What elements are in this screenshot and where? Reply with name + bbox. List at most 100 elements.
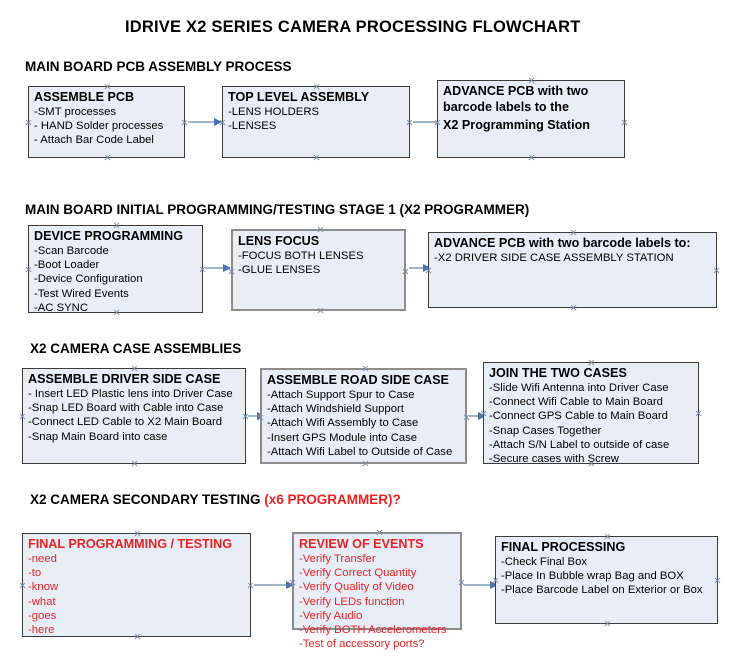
connection-handle-bottom[interactable] — [362, 460, 369, 467]
connection-handle-left[interactable] — [25, 266, 32, 273]
section-heading-3: X2 CAMERA CASE ASSEMBLIES — [30, 341, 241, 356]
node-line: -Place Barcode Label on Exterior or Box — [501, 584, 703, 597]
node-line: -Place In Bubble wrap Bag and BOX — [501, 570, 684, 583]
connection-handle-right[interactable] — [402, 268, 409, 275]
node-device-programming[interactable]: DEVICE PROGRAMMING -Scan Barcode -Boot L… — [25, 222, 203, 316]
connection-handle-top[interactable] — [313, 83, 320, 90]
connector-arrow — [254, 584, 293, 586]
node-line: -Attach Wifi Assembly to Case — [267, 417, 419, 430]
node-assemble-driver-side-case[interactable]: ASSEMBLE DRIVER SIDE CASE - Insert LED P… — [22, 368, 246, 464]
node-line: -X2 DRIVER SIDE CASE ASSEMBLY STATION — [434, 252, 674, 264]
connection-handle-left[interactable] — [228, 268, 235, 275]
connection-handle-top[interactable] — [134, 530, 141, 537]
connection-handle-bottom[interactable] — [604, 620, 611, 627]
connection-handle-left[interactable] — [289, 579, 296, 586]
connection-handle-top[interactable] — [131, 365, 138, 372]
node-line: -Verify Quality of Video — [299, 581, 414, 594]
node-line: -AC SYNC — [34, 301, 88, 314]
connection-handle-top[interactable] — [317, 226, 324, 233]
node-header: ASSEMBLE PCB — [34, 90, 135, 104]
connection-handle-left[interactable] — [25, 119, 32, 126]
connection-handle-right[interactable] — [406, 119, 413, 126]
connection-handle-left[interactable] — [19, 413, 26, 420]
connection-handle-left[interactable] — [19, 582, 26, 589]
section-heading-1: MAIN BOARD PCB ASSEMBLY PROCESS — [25, 59, 292, 74]
node-line: -Verify Audio — [299, 609, 363, 622]
connection-handle-right[interactable] — [713, 267, 720, 274]
connection-handle-right[interactable] — [181, 119, 188, 126]
connection-handle-right[interactable] — [695, 410, 702, 417]
node-line: -SMT processes — [34, 106, 117, 118]
connection-handle-right[interactable] — [714, 577, 721, 584]
connection-handle-bottom[interactable] — [134, 633, 141, 640]
connection-handle-right[interactable] — [621, 119, 628, 126]
connection-handle-left[interactable] — [492, 577, 499, 584]
node-advance-pcb-x2-programming[interactable]: ADVANCE PCB with two barcode labels to t… — [437, 80, 625, 158]
node-final-processing[interactable]: FINAL PROCESSING -Check Final Box -Place… — [495, 536, 718, 624]
node-header: JOIN THE TWO CASES — [489, 366, 627, 380]
connection-handle-bottom[interactable] — [570, 304, 577, 311]
node-join-the-two-cases[interactable]: JOIN THE TWO CASES -Slide Wifi Antenna i… — [480, 359, 702, 467]
section-heading-3-text: X2 CAMERA CASE ASSEMBLIES — [30, 341, 242, 356]
node-top-level-assembly[interactable]: TOP LEVEL ASSEMBLY -LENS HOLDERS -LENSES — [222, 86, 410, 158]
connection-handle-top[interactable] — [528, 77, 535, 84]
node-advance-pcb-driver-side-case[interactable]: ADVANCE PCB with two barcode labels to: … — [428, 232, 717, 308]
connection-handle-left[interactable] — [257, 414, 264, 421]
node-assemble-pcb[interactable]: ASSEMBLE PCB -SMT processes - HAND Solde… — [28, 86, 185, 158]
connection-handle-bottom[interactable] — [376, 626, 383, 633]
node-header: FINAL PROGRAMMING / TESTING — [28, 537, 233, 551]
connection-handle-top[interactable] — [376, 529, 383, 536]
connection-handle-top[interactable] — [362, 365, 369, 372]
node-review-of-events[interactable]: REVIEW OF EVENTS -Verify Transfer -Verif… — [289, 529, 462, 650]
node-line: -LENS HOLDERS — [228, 106, 320, 118]
node-lens-focus[interactable]: LENS FOCUS -FOCUS BOTH LENSES -GLUE LENS… — [231, 229, 406, 311]
connection-handle-left[interactable] — [219, 119, 226, 126]
connection-handle-bottom[interactable] — [113, 309, 120, 316]
node-line: -Scan Barcode — [34, 245, 109, 257]
connection-handle-bottom[interactable] — [528, 154, 535, 161]
node-line: -GLUE LENSES — [238, 264, 321, 277]
node-line: -here — [28, 624, 55, 637]
node-line: -Attach Wifi Label to Outside of Case — [267, 445, 453, 458]
section-heading-4-text: X2 CAMERA SECONDARY TESTING — [30, 492, 265, 507]
node-assemble-road-side-case[interactable]: ASSEMBLE ROAD SIDE CASE -Attach Support … — [260, 368, 467, 464]
node-line: -Verify BOTH Accelerometers — [299, 624, 447, 637]
connection-handle-top[interactable] — [570, 229, 577, 236]
connection-handle-bottom[interactable] — [313, 154, 320, 161]
node-line: -Verify Correct Quantity — [299, 567, 417, 580]
connection-handle-bottom[interactable] — [104, 154, 111, 161]
connection-handle-left[interactable] — [425, 267, 432, 274]
section-heading-2-text: MAIN BOARD INITIAL PROGRAMMING/TESTING S… — [25, 202, 530, 217]
connection-handle-left[interactable] — [480, 410, 487, 417]
node-header: ASSEMBLE ROAD SIDE CASE — [267, 373, 449, 387]
connector-arrow — [464, 584, 497, 586]
node-line: barcode labels to the — [443, 100, 569, 114]
connection-handle-top[interactable] — [104, 83, 111, 90]
node-line: -LENSES — [228, 120, 277, 133]
section-heading-1-text: MAIN BOARD PCB ASSEMBLY PROCESS — [25, 59, 292, 74]
connection-handle-top[interactable] — [604, 533, 611, 540]
connection-handle-left[interactable] — [434, 119, 441, 126]
node-line: -Attach S/N Label to outside of case — [489, 438, 670, 451]
connector-arrow — [188, 121, 221, 123]
connection-handle-bottom[interactable] — [588, 460, 595, 467]
connection-handle-right[interactable] — [247, 582, 254, 589]
node-line: -Verify Transfer — [299, 553, 376, 565]
node-line: -Snap Main Board into case — [28, 430, 168, 443]
connection-handle-top[interactable] — [588, 359, 595, 366]
connector-arrow — [409, 267, 430, 269]
node-line: -Snap Cases Together — [489, 424, 602, 437]
connection-handle-bottom[interactable] — [317, 307, 324, 314]
node-line: -Connect GPS Cable to Main Board — [489, 410, 668, 423]
connection-handle-top[interactable] — [113, 222, 120, 229]
node-line: -to — [28, 567, 42, 580]
node-final-programming-testing[interactable]: FINAL PROGRAMMING / TESTING -need -to -k… — [22, 533, 251, 637]
node-header: FINAL PROCESSING — [501, 540, 626, 554]
node-header: DEVICE PROGRAMMING — [34, 229, 184, 243]
node-line: -Slide Wifi Antenna into Driver Case — [489, 382, 669, 394]
node-line: -Attach Windshield Support — [267, 403, 404, 416]
section-heading-4: X2 CAMERA SECONDARY TESTING (x6 PROGRAMM… — [30, 492, 401, 507]
connector-arrow — [248, 415, 264, 417]
connection-handle-bottom[interactable] — [131, 460, 138, 467]
